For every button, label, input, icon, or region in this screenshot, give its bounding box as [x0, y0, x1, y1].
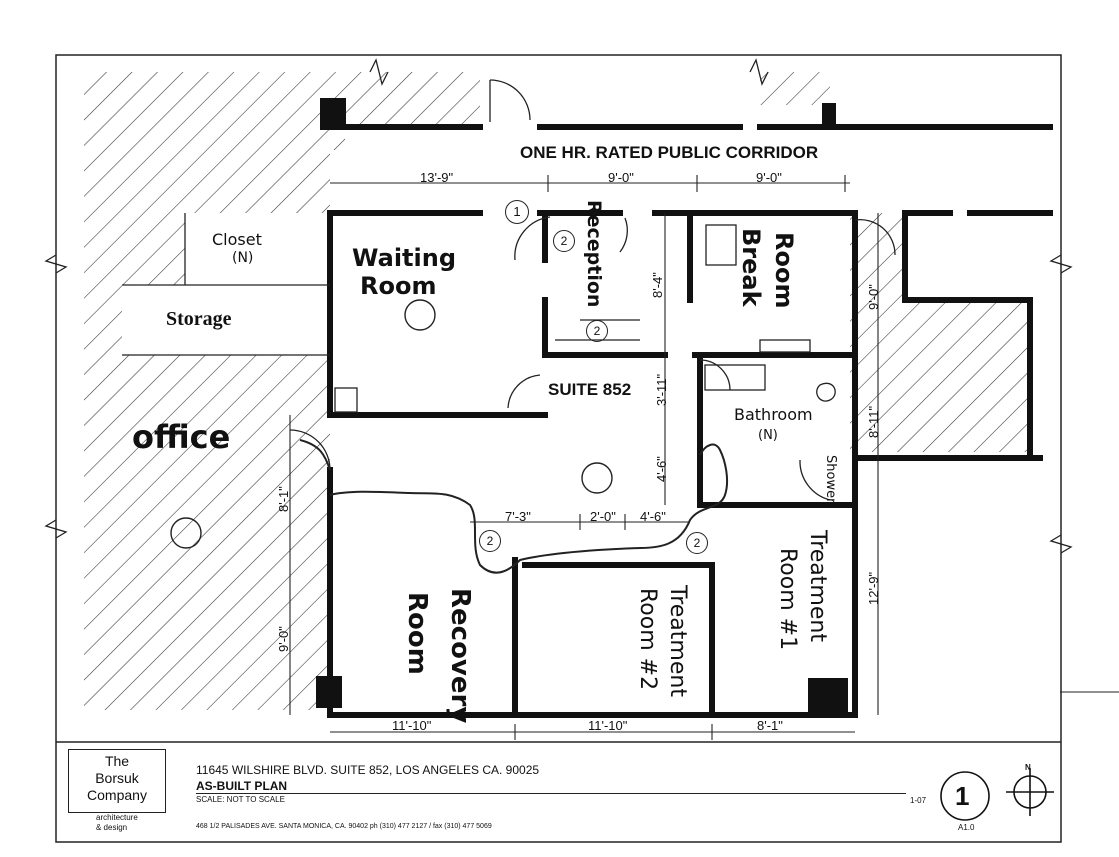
- waiting-room-label-1: Waiting: [352, 244, 457, 272]
- walls: [327, 124, 1053, 718]
- bathroom-label-2: (N): [758, 428, 778, 443]
- dimension-bottom-2: 11'-10": [588, 718, 628, 733]
- sheet-ref: A1.0: [958, 823, 975, 832]
- dimension-mid-1: 7'-3": [505, 509, 531, 524]
- door-tag: 2: [479, 530, 501, 552]
- title-underline: [196, 793, 906, 794]
- treatment-room-2-label-2: Room #2: [635, 588, 660, 691]
- dimension-break-room: 8'-4": [650, 272, 665, 298]
- plan-scale: SCALE: NOT TO SCALE: [196, 795, 285, 804]
- recovery-room-label-2: Room: [402, 592, 432, 675]
- dimension-right-top: 9'-0": [866, 284, 881, 310]
- plan-title: AS-BUILT PLAN: [196, 779, 288, 793]
- dimension-right-mid: 8'-11": [866, 405, 881, 438]
- closet-label-2: (N): [232, 250, 254, 266]
- dimension-left-bottom: 9'-0": [276, 626, 291, 652]
- logo-subtitle: architecture: [96, 813, 138, 822]
- bathroom-label-1: Bathroom: [734, 405, 813, 424]
- project-address: 11645 WILSHIRE BLVD. SUITE 852, LOS ANGE…: [196, 763, 540, 777]
- door-tag: 2: [586, 320, 608, 342]
- shower-label: Shower: [823, 455, 838, 504]
- dimension-bottom-3: 8'-1": [757, 718, 783, 733]
- door-tag: 2: [686, 532, 708, 554]
- logo-line: Borsuk: [95, 770, 139, 786]
- firm-address: 468 1/2 PALISADES AVE. SANTA MONICA, CA.…: [196, 823, 492, 830]
- break-marks: [44, 58, 1073, 554]
- dimension-mid-2: 2'-0": [590, 509, 616, 524]
- storage-label: Storage: [166, 308, 232, 330]
- dimension-mid-3: 4'-6": [640, 509, 666, 524]
- logo-line: The: [104, 753, 130, 769]
- sheet-symbol: [940, 768, 1054, 821]
- dimension-top-2: 9'-0": [608, 170, 634, 185]
- dimension-lines: [289, 175, 879, 740]
- door-swings: [122, 79, 896, 501]
- treatment-room-2-label-1: Treatment: [665, 585, 690, 697]
- dimension-corridor: 4'-6": [654, 456, 669, 482]
- dimension-bottom-1: 11'-10": [392, 718, 432, 733]
- reception-label: Reception: [583, 200, 605, 308]
- treatment-room-1-label-2: Room #1: [775, 548, 800, 651]
- sheet-ref-left: 1-07: [910, 796, 927, 805]
- recovery-room-label-1: Recovery: [445, 588, 475, 724]
- company-logo: The Borsuk Company: [68, 749, 166, 813]
- waiting-room-label-2: Room: [360, 272, 437, 300]
- treatment-room-1-label-1: Treatment: [805, 530, 830, 642]
- sheet-number: 1: [955, 781, 970, 811]
- dimension-top-1: 13'-9": [420, 170, 454, 185]
- dimension-suite: 3'-11": [654, 373, 669, 406]
- light-fixtures: [170, 299, 613, 549]
- logo-subtitle: & design: [96, 823, 128, 832]
- dimension-left-mid: 8'-1": [276, 486, 291, 512]
- dimension-right-bottom: 12'-9": [866, 571, 881, 605]
- revision-cloud: [329, 443, 729, 574]
- break-room-label-2: Room: [770, 232, 798, 309]
- hatched-areas: [84, 72, 1030, 710]
- columns: [316, 98, 848, 712]
- closet-label-1: Closet: [212, 230, 262, 249]
- office-label: office: [132, 418, 231, 456]
- logo-line: Company: [87, 787, 147, 803]
- suite-label: SUITE 852: [548, 380, 632, 399]
- dimension-top-3: 9'-0": [756, 170, 782, 185]
- door-tag: 2: [553, 230, 575, 252]
- break-room-label-1: Break: [737, 228, 765, 307]
- sheet-border: [55, 54, 1062, 843]
- north-label: N: [1025, 763, 1031, 772]
- door-tag: 1: [505, 200, 529, 224]
- corridor-label: ONE HR. RATED PUBLIC CORRIDOR: [520, 143, 819, 162]
